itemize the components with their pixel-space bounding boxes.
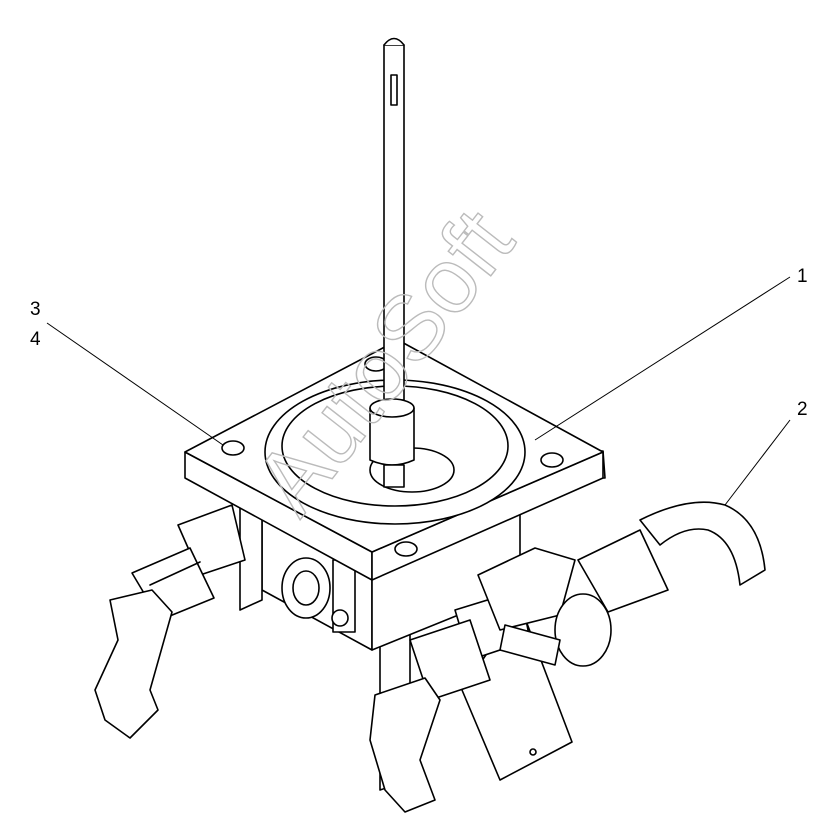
hex-nut: [577, 529, 669, 613]
leader-line-3-4: [46, 322, 224, 446]
bolt-hole: [394, 541, 418, 557]
spindle: [369, 37, 415, 488]
leader-line-2: [724, 419, 791, 506]
callout-2: 2: [797, 399, 808, 420]
callout-3: 3: [30, 299, 41, 320]
bolt-hole: [221, 440, 245, 456]
middle-pipe-assembly: [369, 589, 531, 813]
leader-line-1: [534, 276, 791, 441]
left-pipe-assembly: [94, 504, 246, 739]
bolt-hole: [540, 452, 564, 468]
callout-1: 1: [797, 266, 808, 287]
callout-4: 4: [30, 329, 41, 350]
right-pipe-assembly: [477, 501, 766, 667]
